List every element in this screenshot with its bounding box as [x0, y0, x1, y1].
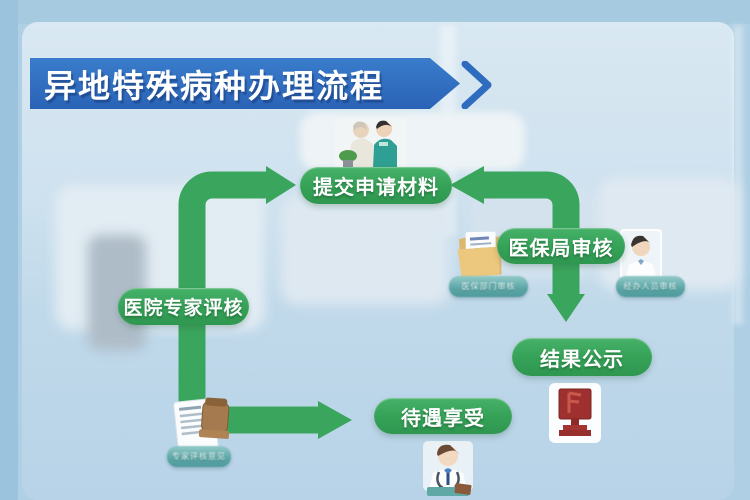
flow-step-hospital-expert-review: 医院专家评核 — [118, 288, 249, 325]
arrowhead-into-submit-right — [450, 166, 484, 204]
caption-bureau-staff: 经办人员审核 — [616, 276, 685, 297]
title-banner: 异地特殊病种办理流程 — [30, 58, 460, 109]
page-title: 异地特殊病种办理流程 — [44, 67, 385, 104]
flow-step-enjoy-benefit: 待遇享受 — [374, 398, 512, 434]
arrowhead-into-benefit — [318, 401, 352, 439]
background-left-strip — [0, 0, 18, 500]
wall-streak — [733, 25, 743, 325]
furniture-blob — [280, 195, 450, 305]
arrowhead-into-submit-left — [266, 166, 296, 204]
flow-path-right — [482, 171, 580, 296]
background-top-strip — [0, 0, 750, 24]
flow-step-submit-application: 提交申请材料 — [300, 167, 452, 204]
stamped-document-icon — [173, 397, 230, 455]
folder-documents-icon — [457, 231, 502, 278]
insurance-staff-portrait-icon — [620, 229, 662, 279]
banner-chevron-icon — [461, 61, 492, 109]
result-bulletin-icon — [549, 383, 601, 443]
flow-step-result-publicity: 结果公示 — [512, 338, 652, 376]
arrowhead-into-result — [547, 294, 585, 322]
flow-step-bureau-review: 医保局审核 — [497, 228, 625, 264]
doctor-at-desk-icon — [423, 441, 473, 496]
applicant-couple-icon — [335, 118, 407, 168]
caption-expert-opinion: 专家评核意见 — [167, 446, 231, 467]
caption-bureau-material: 医保部门审核 — [449, 276, 528, 297]
